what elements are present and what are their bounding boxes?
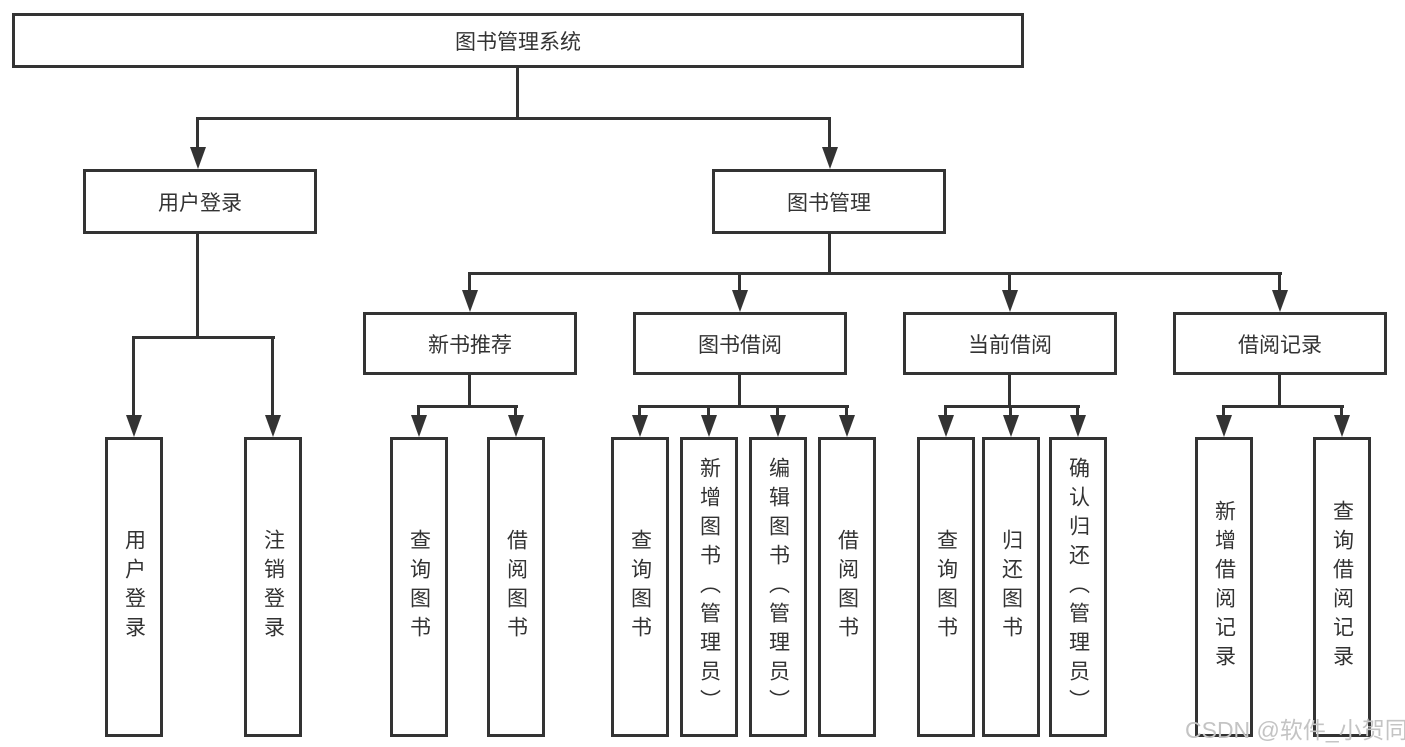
arrow-down-icon <box>732 290 748 312</box>
connector-line <box>132 336 275 339</box>
connector-line <box>1222 405 1225 417</box>
connector-line <box>828 234 831 275</box>
arrow-down-icon <box>770 415 786 437</box>
leaf-label: 查询图书 <box>628 529 652 645</box>
leaf-edit-book-admin: 编辑图书（管理员） <box>749 437 807 737</box>
connector-line <box>776 405 779 417</box>
connector-line <box>468 272 471 292</box>
arrow-down-icon <box>126 415 142 437</box>
arrow-down-icon <box>1070 415 1086 437</box>
leaf-label: 借阅图书 <box>504 529 528 645</box>
connector-line <box>1278 375 1281 408</box>
leaf-label: 新增借阅记录 <box>1212 500 1236 674</box>
leaf-query-borrow-record: 查询借阅记录 <box>1313 437 1371 737</box>
arrow-down-icon <box>1216 415 1232 437</box>
leaf-return-books: 归还图书 <box>982 437 1040 737</box>
node-label: 图书借阅 <box>698 333 782 357</box>
leaf-query-books-current: 查询图书 <box>917 437 975 737</box>
connector-line <box>638 405 641 417</box>
arrow-down-icon <box>1334 415 1350 437</box>
arrow-down-icon <box>265 415 281 437</box>
connector-line <box>1008 375 1011 408</box>
leaf-query-books-recommend: 查询图书 <box>390 437 448 737</box>
connector-line <box>514 405 517 417</box>
node-borrowing-records: 借阅记录 <box>1173 312 1387 375</box>
arrow-down-icon <box>411 415 427 437</box>
node-label: 图书管理 <box>787 191 871 215</box>
node-book-borrowing: 图书借阅 <box>633 312 847 375</box>
arrow-down-icon <box>190 147 206 169</box>
node-label: 当前借阅 <box>968 333 1052 357</box>
leaf-label: 新增图书（管理员） <box>697 456 721 718</box>
node-library-management-system: 图书管理系统 <box>12 13 1024 68</box>
leaf-label: 查询图书 <box>934 529 958 645</box>
arrow-down-icon <box>508 415 524 437</box>
node-new-book-recommendation: 新书推荐 <box>363 312 577 375</box>
connector-line <box>417 405 420 417</box>
leaf-borrow-books-recommend: 借阅图书 <box>487 437 545 737</box>
leaf-query-books-borrowing: 查询图书 <box>611 437 669 737</box>
leaf-label: 归还图书 <box>999 529 1023 645</box>
arrow-down-icon <box>1002 290 1018 312</box>
leaf-add-book-admin: 新增图书（管理员） <box>680 437 738 737</box>
leaf-label: 查询借阅记录 <box>1330 500 1354 674</box>
leaf-logout: 注销登录 <box>244 437 302 737</box>
leaf-label: 查询图书 <box>407 529 431 645</box>
connector-line <box>468 272 1282 275</box>
connector-line <box>132 336 135 417</box>
arrow-down-icon <box>462 290 478 312</box>
connector-line <box>944 405 1080 408</box>
leaf-confirm-return-admin: 确认归还（管理员） <box>1049 437 1107 737</box>
arrow-down-icon <box>1003 415 1019 437</box>
node-user-login: 用户登录 <box>83 169 317 234</box>
leaf-borrow-books-borrowing: 借阅图书 <box>818 437 876 737</box>
leaf-add-borrow-record: 新增借阅记录 <box>1195 437 1253 737</box>
node-label: 借阅记录 <box>1238 333 1322 357</box>
connector-line <box>828 117 831 149</box>
connector-line <box>417 405 518 408</box>
node-label: 用户登录 <box>158 191 242 215</box>
arrow-down-icon <box>1272 290 1288 312</box>
leaf-label: 注销登录 <box>261 529 285 645</box>
csdn-watermark: CSDN @软件_小贺同学 <box>1185 717 1405 743</box>
connector-line <box>738 375 741 408</box>
arrow-down-icon <box>839 415 855 437</box>
connector-line <box>738 272 741 292</box>
connector-line <box>1076 405 1079 417</box>
connector-line <box>1222 405 1344 408</box>
leaf-label: 编辑图书（管理员） <box>766 456 790 718</box>
leaf-user-login: 用户登录 <box>105 437 163 737</box>
node-label: 新书推荐 <box>428 333 512 357</box>
connector-line <box>196 117 831 120</box>
connector-line <box>1340 405 1343 417</box>
node-book-management: 图书管理 <box>712 169 946 234</box>
connector-line <box>845 405 848 417</box>
connector-line <box>196 234 199 338</box>
connector-line <box>944 405 947 417</box>
node-label: 图书管理系统 <box>455 30 581 54</box>
connector-line <box>638 405 849 408</box>
connector-line <box>1008 272 1011 292</box>
arrow-down-icon <box>701 415 717 437</box>
connector-line <box>516 68 519 118</box>
leaf-label: 用户登录 <box>122 529 146 645</box>
arrow-down-icon <box>822 147 838 169</box>
connector-line <box>1009 405 1012 417</box>
leaf-label: 确认归还（管理员） <box>1066 456 1090 718</box>
leaf-label: 借阅图书 <box>835 529 859 645</box>
connector-line <box>196 117 199 149</box>
connector-line <box>1278 272 1281 292</box>
node-current-borrowing: 当前借阅 <box>903 312 1117 375</box>
connector-line <box>271 336 274 417</box>
connector-line <box>468 375 471 408</box>
connector-line <box>707 405 710 417</box>
arrow-down-icon <box>632 415 648 437</box>
arrow-down-icon <box>938 415 954 437</box>
